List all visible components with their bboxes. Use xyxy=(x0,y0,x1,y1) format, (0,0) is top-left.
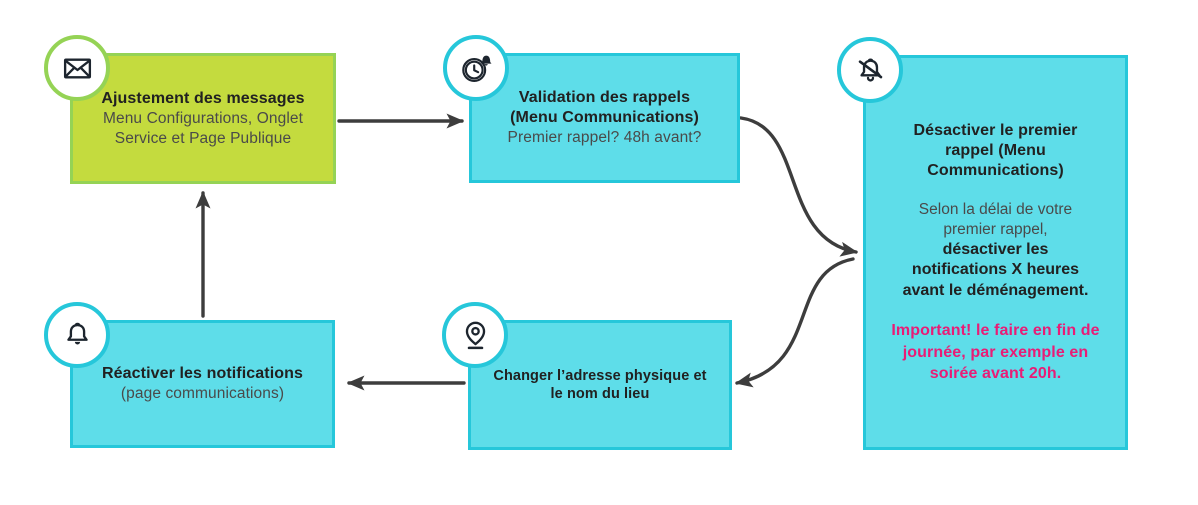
node-subtitle: (page communications) xyxy=(120,385,285,403)
alarm-clock-bell-icon xyxy=(461,55,491,82)
node-title: Ajustement des messages xyxy=(101,89,305,107)
location-pin-icon xyxy=(465,321,485,349)
node-adjust-messages: Ajustement des messages Menu Configurati… xyxy=(44,35,336,184)
node-disable-first-reminder: Désactiver le premier rappel (Menu Commu… xyxy=(837,37,1128,450)
node-subtitle: Premier rappel? 48h avant? xyxy=(507,129,702,147)
node-title: Changer l’adresse physique et le nom du … xyxy=(493,367,707,402)
node-title: Désactiver le premier rappel (Menu Commu… xyxy=(913,121,1078,180)
bell-off-icon xyxy=(858,58,882,82)
bell-icon xyxy=(66,322,88,344)
node-body-emphasis: désactiver les notifications X heures av… xyxy=(902,240,1089,299)
badge-change-address xyxy=(442,302,508,368)
arrow-disable-to-address xyxy=(735,257,855,388)
node-body: Selon la délai de votre premier rappel, … xyxy=(896,200,1096,301)
node-title: Réactiver les notifications xyxy=(102,365,303,383)
node-title: Validation des rappels (Menu Communicati… xyxy=(510,89,699,127)
node-reactivate-notifications: Réactiver les notifications (page commun… xyxy=(44,302,335,448)
envelope-icon xyxy=(63,58,91,78)
badge-validate-reminders xyxy=(443,35,509,101)
arrow-validate-to-disable xyxy=(739,116,858,257)
node-subtitle: Menu Configurations, Onglet Service et P… xyxy=(102,110,303,147)
node-body-intro: Selon la délai de votre premier rappel, xyxy=(918,201,1073,239)
node-validate-reminders: Validation des rappels (Menu Communicati… xyxy=(443,35,740,183)
node-change-address: Changer l’adresse physique et le nom du … xyxy=(442,302,732,450)
badge-adjust-messages xyxy=(44,35,110,101)
node-important-note: Important! le faire en fin de journée, p… xyxy=(891,322,1100,382)
badge-disable-first-reminder xyxy=(837,37,903,103)
badge-reactivate-notifications xyxy=(44,302,110,368)
